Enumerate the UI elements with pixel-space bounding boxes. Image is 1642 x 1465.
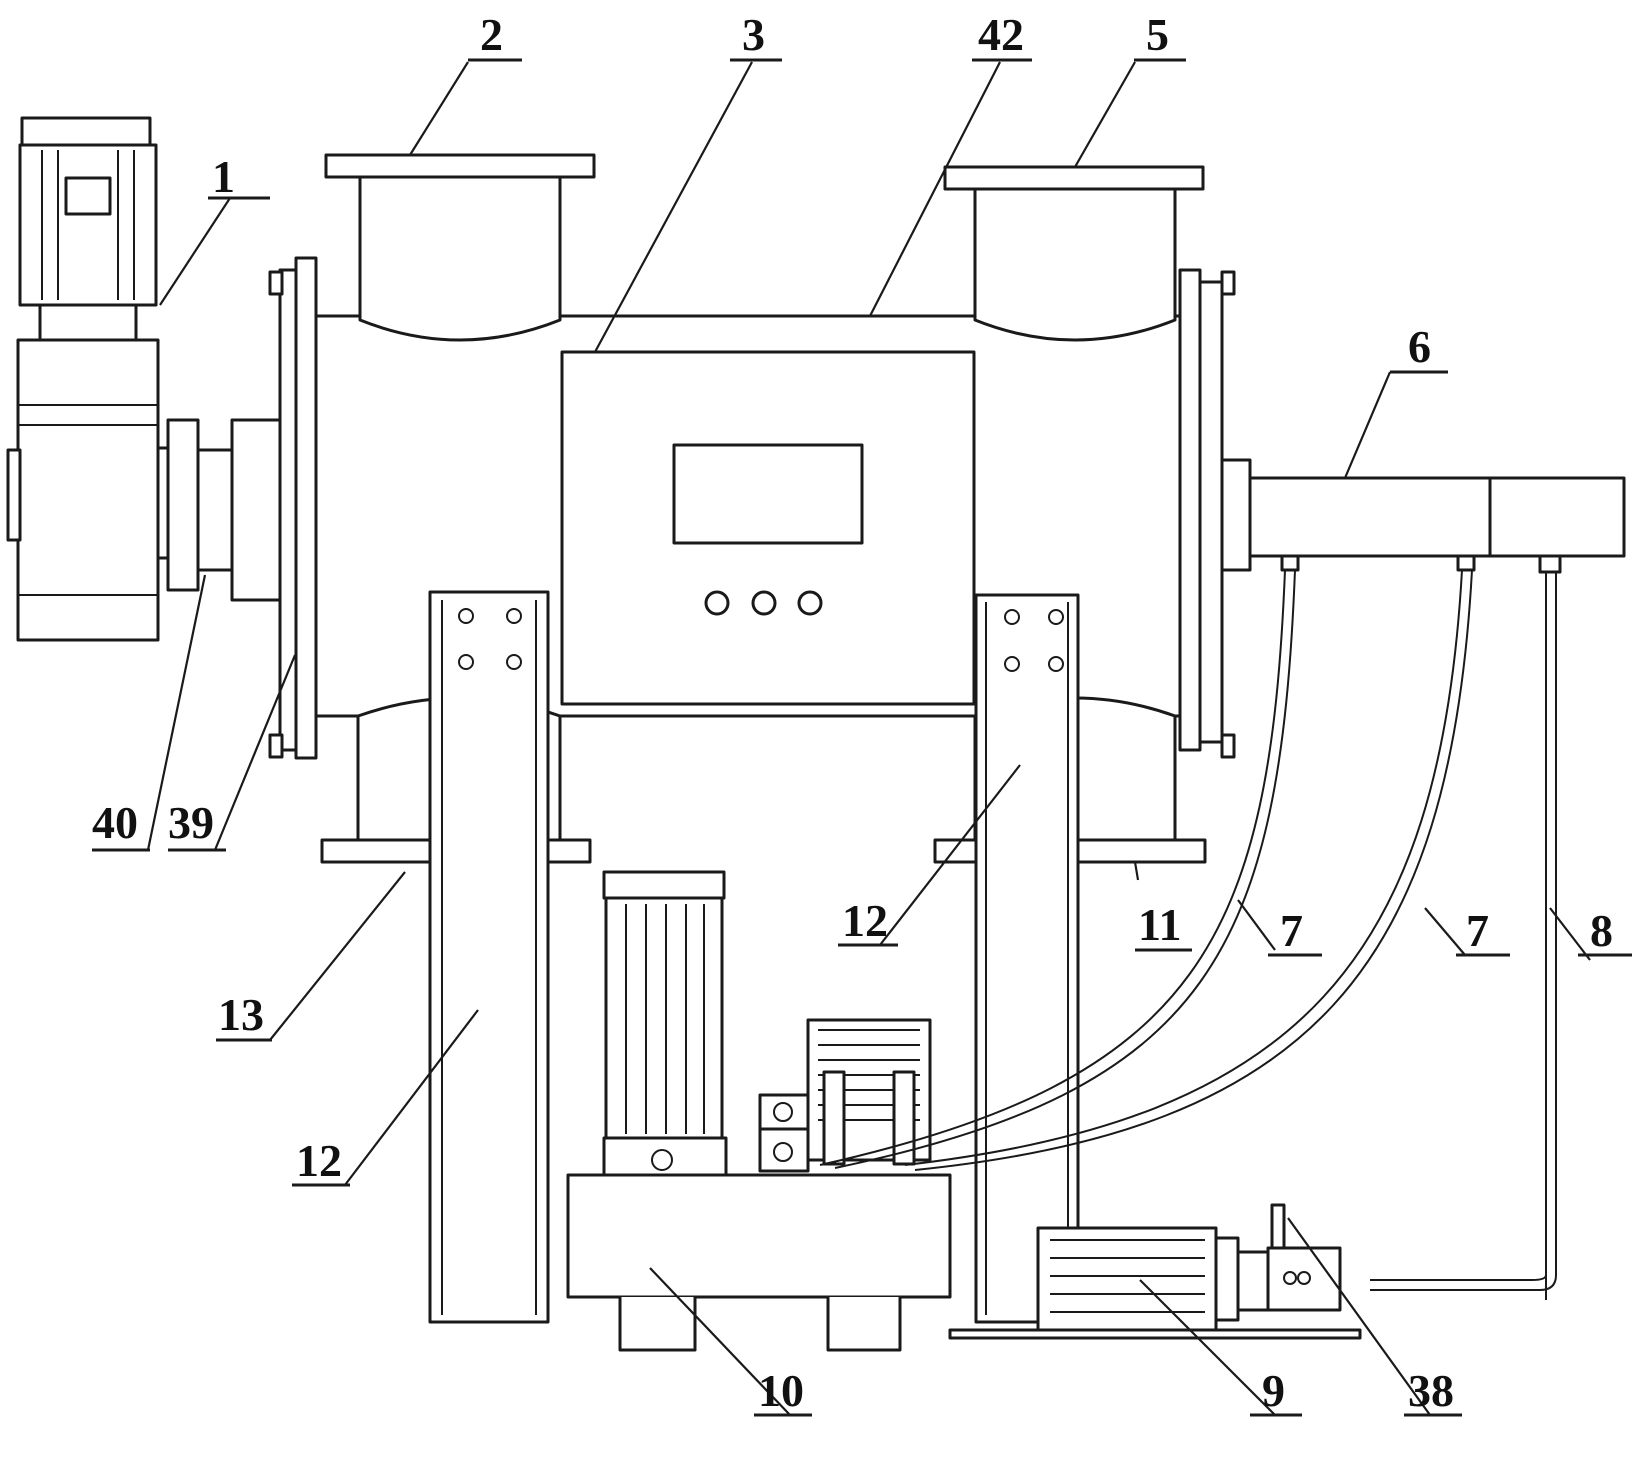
label-text: 39 (168, 797, 214, 848)
label-12-right: 12 (838, 895, 898, 947)
label-13: 13 (216, 989, 272, 1042)
pump-motor (948, 1203, 1362, 1340)
label-text: 7 (1466, 905, 1489, 956)
label-text: 38 (1408, 1365, 1454, 1416)
drive-motor (6, 116, 160, 642)
label-text: 42 (978, 9, 1024, 60)
label-8: 8 (1578, 905, 1632, 957)
hydraulic-hoses (819, 569, 1473, 1171)
label-text: 9 (1262, 1365, 1285, 1416)
label-text: 3 (742, 9, 765, 60)
label-text: 1 (212, 151, 235, 202)
inlet-port (324, 153, 596, 342)
label-40: 40 (92, 797, 150, 852)
hydraulic-motor (602, 870, 728, 1180)
label-6: 6 (1390, 321, 1448, 374)
label-42: 42 (972, 9, 1032, 62)
label-text: 8 (1590, 905, 1613, 956)
left-leg (428, 590, 550, 1324)
label-text: 12 (296, 1135, 342, 1186)
label-text: 13 (218, 989, 264, 1040)
label-text: 5 (1146, 9, 1169, 60)
label-text: 40 (92, 797, 138, 848)
label-7-b: 7 (1456, 905, 1510, 957)
pump-line (1370, 572, 1557, 1300)
label-5: 5 (1134, 9, 1186, 62)
label-9: 9 (1250, 1365, 1302, 1417)
right-end-flange (1178, 268, 1252, 759)
label-text: 2 (480, 9, 503, 60)
label-text: 12 (842, 895, 888, 946)
label-2: 2 (468, 9, 522, 62)
label-11: 11 (1135, 899, 1192, 952)
left-end-flange (268, 256, 318, 760)
label-text: 7 (1280, 905, 1303, 956)
outlet-port (943, 165, 1205, 342)
label-text: 6 (1408, 321, 1431, 372)
label-39: 39 (168, 797, 226, 852)
label-7-a: 7 (1268, 905, 1322, 957)
label-10: 10 (754, 1365, 812, 1417)
leader-lines (146, 61, 1591, 1416)
label-3: 3 (730, 9, 782, 62)
label-text: 11 (1138, 899, 1181, 950)
hydraulic-tank (566, 1173, 952, 1352)
right-leg (974, 593, 1080, 1324)
coupling (156, 418, 282, 602)
label-1: 1 (208, 151, 270, 202)
label-38: 38 (1404, 1365, 1462, 1417)
manifold-pipe (1248, 476, 1626, 574)
label-12-left: 12 (292, 1135, 350, 1187)
control-box (560, 350, 976, 706)
label-text: 10 (758, 1365, 804, 1416)
valve-block (758, 1018, 932, 1173)
